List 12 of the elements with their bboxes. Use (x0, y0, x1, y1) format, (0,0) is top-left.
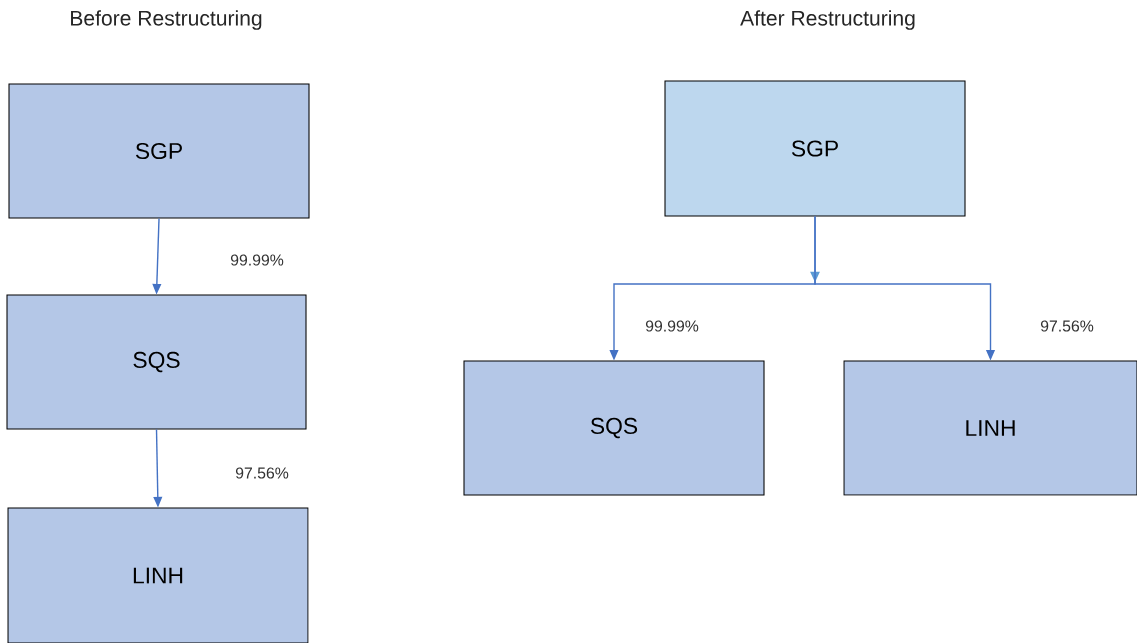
edge-label: 99.99% (643, 318, 701, 334)
entity-box: SGP (664, 80, 966, 217)
entity-box: SQS (463, 360, 765, 496)
entity-box: LINH (843, 360, 1137, 496)
edge-label: 97.56% (1038, 318, 1096, 334)
heading: Before Restructuring (71, 10, 262, 30)
heading: After Restructuring (740, 10, 915, 30)
entity-box: LINH (7, 507, 309, 643)
edge-label: 99.99% (228, 252, 286, 268)
edge-label: 97.56% (233, 465, 291, 481)
entity-box: SQS (6, 294, 307, 430)
entity-box: SGP (8, 83, 310, 219)
